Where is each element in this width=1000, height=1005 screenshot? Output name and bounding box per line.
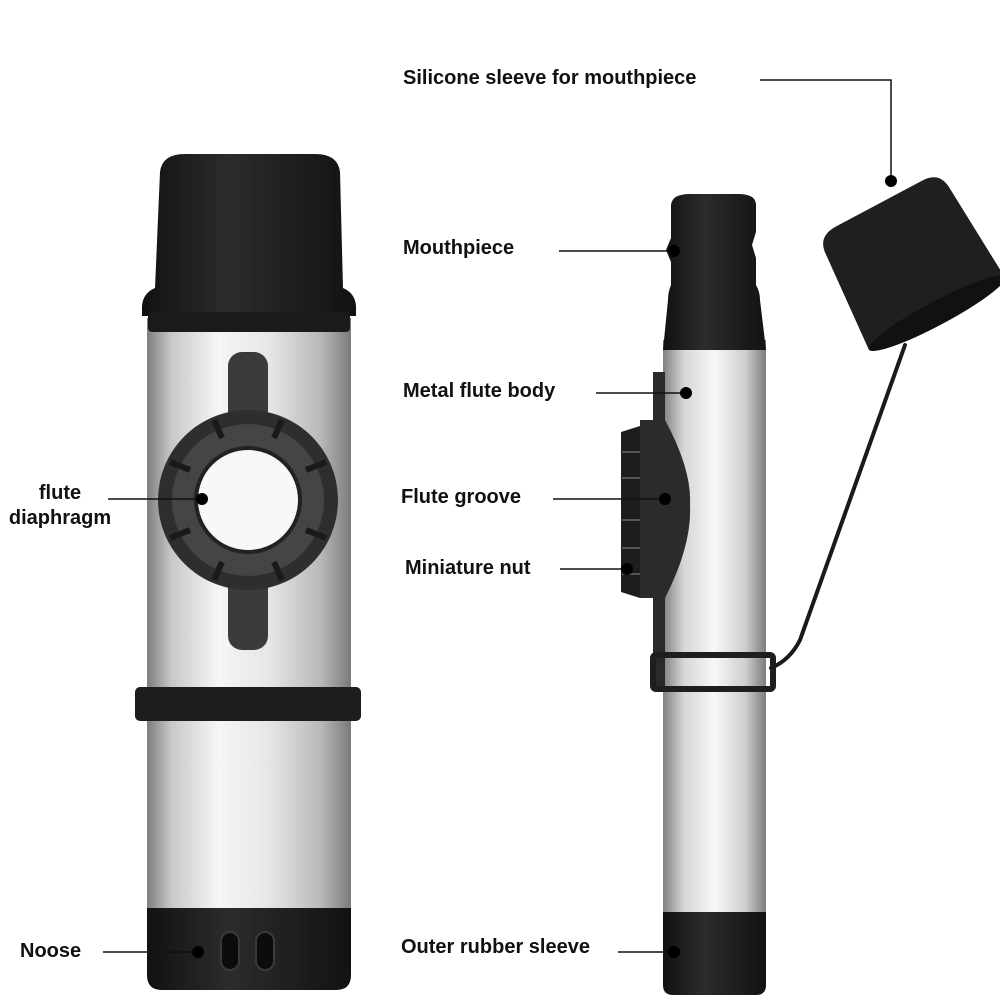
dot-noose bbox=[192, 946, 204, 958]
side-miniature-nut bbox=[621, 426, 640, 598]
label-mouthpiece: Mouthpiece bbox=[403, 237, 515, 259]
front-bottom-sleeve bbox=[147, 908, 351, 990]
dot-flute-diaphragm bbox=[196, 493, 208, 505]
dot-silicone-sleeve bbox=[885, 175, 897, 187]
sleeve-strap bbox=[769, 343, 907, 670]
side-nut-ridges bbox=[622, 451, 640, 575]
dot-outer-rubber-sleeve bbox=[668, 946, 680, 958]
front-rubber-band bbox=[135, 687, 361, 721]
noose-hole-left bbox=[220, 931, 240, 971]
leader-silicone-sleeve bbox=[760, 79, 892, 178]
nut-notches bbox=[168, 418, 328, 582]
label-outer-rubber-sleeve: Outer rubber sleeve bbox=[401, 936, 590, 958]
label-flute-diaphragm: flute diaphragm bbox=[4, 481, 116, 531]
dot-miniature-nut bbox=[621, 563, 633, 575]
side-outer-rubber-sleeve bbox=[663, 912, 766, 995]
front-cap-rim bbox=[148, 312, 350, 332]
front-top-cap bbox=[142, 154, 356, 316]
label-noose: Noose bbox=[20, 940, 82, 962]
dot-flute-groove bbox=[659, 493, 671, 505]
noose-hole-right bbox=[255, 931, 275, 971]
side-metal-body bbox=[663, 340, 766, 930]
dot-metal-body bbox=[680, 387, 692, 399]
label-flute-diaphragm-line1: flute bbox=[38, 482, 82, 504]
label-miniature-nut: Miniature nut bbox=[405, 557, 531, 579]
side-rubber-band bbox=[650, 652, 776, 692]
flute-diaphragm-membrane bbox=[196, 448, 300, 552]
silicone-sleeve bbox=[823, 177, 1000, 352]
label-silicone-sleeve: Silicone sleeve for mouthpiece bbox=[403, 67, 697, 89]
side-mouthpiece bbox=[663, 194, 766, 350]
dot-mouthpiece bbox=[668, 245, 680, 257]
flute-diaphragm-edge bbox=[194, 446, 302, 554]
label-flute-diaphragm-line2: diaphragm bbox=[8, 507, 112, 529]
label-flute-groove: Flute groove bbox=[401, 486, 522, 508]
leader-dots bbox=[192, 175, 897, 958]
leader-lines bbox=[103, 79, 892, 953]
side-groove-bulge bbox=[640, 420, 691, 598]
kazoo-front-view bbox=[135, 154, 361, 990]
kazoo-side-view bbox=[621, 177, 1000, 995]
label-metal-flute-body: Metal flute body bbox=[403, 380, 556, 402]
